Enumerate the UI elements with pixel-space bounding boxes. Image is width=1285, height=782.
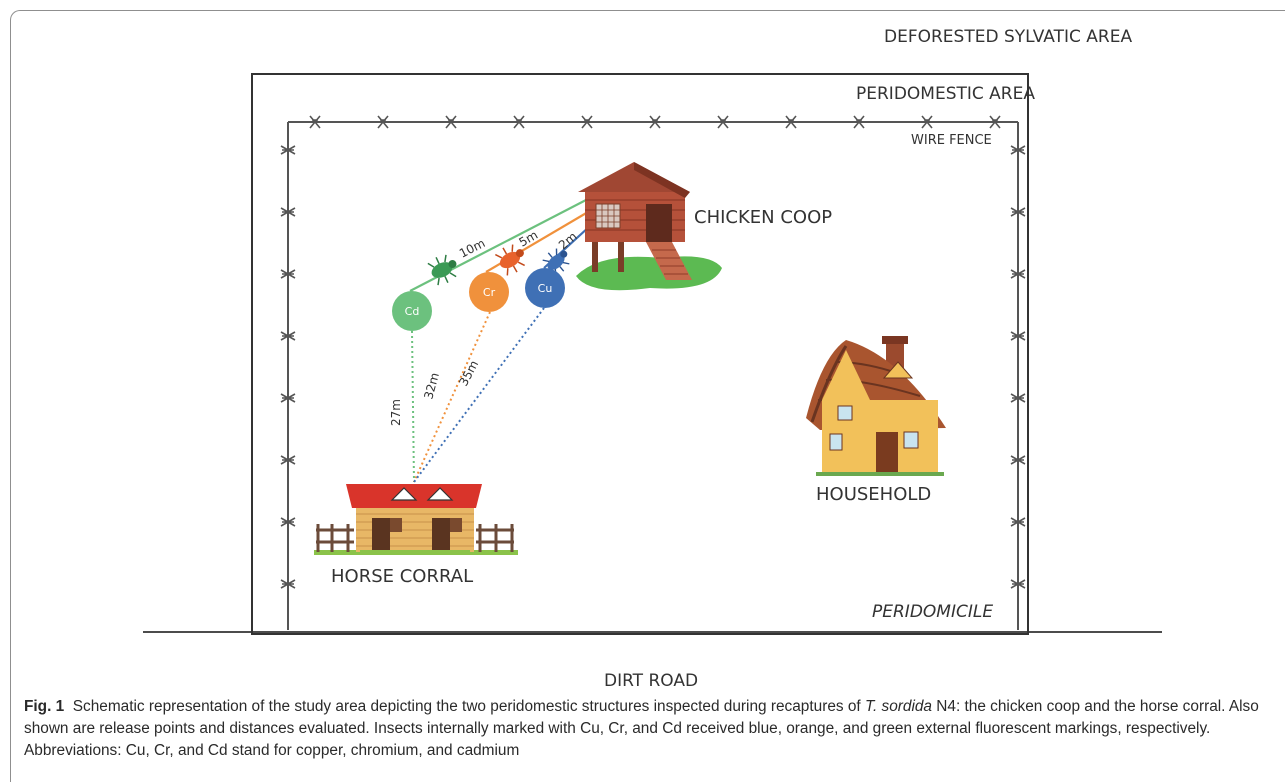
sylvatic-area-label: DEFORESTED SYLVATIC AREA xyxy=(884,27,1132,47)
household-label: HOUSEHOLD xyxy=(816,484,931,505)
caption-text-2: N4: the chicken coop and the horse corra… xyxy=(24,698,1259,759)
release-code-cd: Cd xyxy=(405,305,420,318)
fence-barb xyxy=(649,115,661,129)
wire-fence xyxy=(287,121,1019,630)
fence-barb xyxy=(1010,269,1026,279)
fence-barb xyxy=(921,115,933,129)
release-point-cr xyxy=(469,272,509,312)
caption-text-1: Schematic representation of the study ar… xyxy=(72,698,865,715)
fence-barb xyxy=(280,517,296,527)
line-cu-corral xyxy=(413,307,545,483)
fence-barb xyxy=(280,331,296,341)
fence-barb xyxy=(280,207,296,217)
figure-frame xyxy=(10,10,1285,782)
chicken-coop-icon xyxy=(576,162,722,291)
fence-barbs xyxy=(280,115,1026,589)
study-area-diagram: DEFORESTED SYLVATIC AREA PERIDOMESTIC AR… xyxy=(143,27,1162,690)
fence-barb xyxy=(280,269,296,279)
caption-fig-label: Fig. 1 xyxy=(24,698,65,715)
dist-cu-coop: 2m xyxy=(556,229,580,252)
household-icon xyxy=(806,336,946,476)
fence-barb xyxy=(377,115,389,129)
release-point-cd xyxy=(392,291,432,331)
caption-species: T. sordida xyxy=(864,698,932,715)
fence-barb xyxy=(1010,455,1026,465)
fence-barb xyxy=(581,115,593,129)
orange-bug-icon xyxy=(495,244,525,276)
horse-corral-label: HORSE CORRAL xyxy=(331,566,473,587)
green-bug-icon xyxy=(427,254,457,286)
fence-barb xyxy=(785,115,797,129)
release-code-cr: Cr xyxy=(483,286,496,299)
peridomicile-label: PERIDOMICILE xyxy=(872,602,993,622)
line-cr-corral xyxy=(413,311,491,483)
fence-barb xyxy=(309,115,321,129)
dist-cu-corral: 35m xyxy=(456,358,481,388)
peridomestic-area-label: PERIDOMESTIC AREA xyxy=(856,84,1035,104)
fence-barb xyxy=(280,393,296,403)
fence-barb xyxy=(280,145,296,155)
fence-barb xyxy=(445,115,457,129)
dist-cr-coop: 5m xyxy=(517,228,541,250)
fence-barb xyxy=(717,115,729,129)
fence-barb xyxy=(989,115,1001,129)
fence-barb xyxy=(1010,331,1026,341)
blue-bug-icon xyxy=(542,248,570,276)
dist-cd-coop: 10m xyxy=(457,236,487,261)
dirt-road-label: DIRT ROAD xyxy=(604,671,698,690)
fence-barb xyxy=(280,579,296,589)
fence-barb xyxy=(853,115,865,129)
figure-caption: Fig. 1 Schematic representation of the s… xyxy=(24,696,1269,762)
fence-barb xyxy=(1010,145,1026,155)
peridomestic-area-box xyxy=(251,73,1029,635)
fence-barb xyxy=(513,115,525,129)
release-point-cu xyxy=(525,268,565,308)
dist-cr-corral: 32m xyxy=(421,371,442,401)
fence-barb xyxy=(1010,393,1026,403)
fence-barb xyxy=(1010,517,1026,527)
dist-cd-corral: 27m xyxy=(389,399,403,426)
wire-fence-label: WIRE FENCE xyxy=(911,133,992,148)
fence-barb xyxy=(1010,579,1026,589)
chicken-coop-label: CHICKEN COOP xyxy=(694,207,832,228)
fence-barb xyxy=(280,455,296,465)
line-cd-corral xyxy=(411,330,415,483)
fence-barb xyxy=(1010,207,1026,217)
horse-corral-icon xyxy=(314,484,518,555)
release-code-cu: Cu xyxy=(538,282,553,295)
